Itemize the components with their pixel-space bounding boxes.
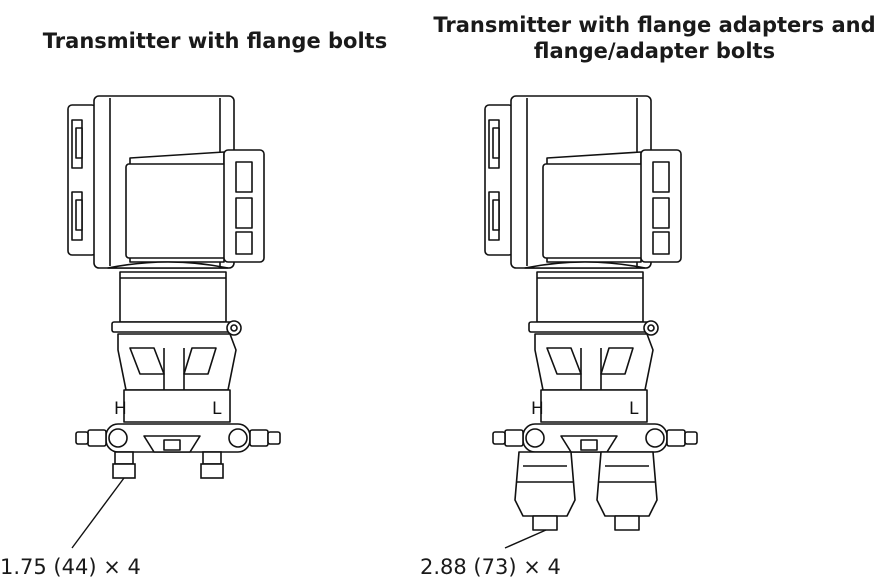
dimension-label-left: 1.75 (44) × 4 xyxy=(0,555,141,579)
leader-line-left xyxy=(71,477,125,549)
marking-l-right: L xyxy=(629,399,639,419)
marking-h-right: H xyxy=(531,399,544,419)
dimension-label-right: 2.88 (73) × 4 xyxy=(420,555,561,579)
marking-h-left: H xyxy=(114,399,127,419)
leader-line-right xyxy=(504,529,547,549)
title-flange-bolts: Transmitter with flange bolts xyxy=(42,29,388,53)
transmitter-left xyxy=(67,95,281,479)
title-flange-adapters: Transmitter with flange adapters and fla… xyxy=(433,13,876,63)
transmitter-right xyxy=(484,95,698,531)
marking-l-left: L xyxy=(212,399,222,419)
